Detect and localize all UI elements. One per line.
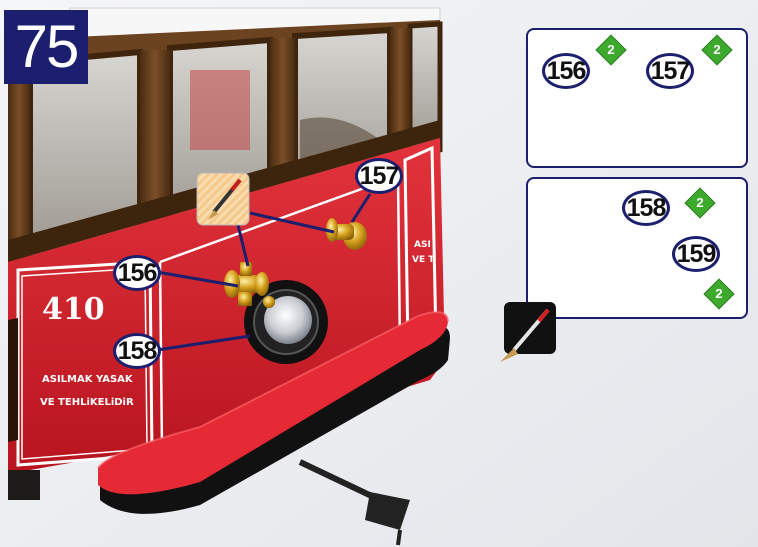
panel-callout-157: 157 — [646, 53, 694, 89]
panel-callout-156: 156 — [542, 53, 590, 89]
quantity-badge-158: 2 — [686, 189, 714, 217]
callout-156: 156 — [113, 255, 161, 291]
callout-157: 157 — [355, 158, 403, 194]
quantity-value: 2 — [703, 36, 731, 64]
panel-callout-158: 158 — [622, 190, 670, 226]
quantity-badge-159: 2 — [705, 280, 733, 308]
step-number-badge: 75 — [4, 10, 88, 84]
callout-158: 158 — [113, 333, 161, 369]
tram-side-text-2: VE T — [412, 255, 434, 265]
panel-callout-159: 159 — [672, 236, 720, 272]
quantity-value: 2 — [597, 36, 625, 64]
quantity-badge-156: 2 — [597, 36, 625, 64]
tram-warning-line-2: VE TEHLiKELiDiR — [40, 397, 134, 408]
tram-number-label: 410 — [42, 292, 105, 327]
paintbrush-icon — [196, 172, 250, 226]
tram-side-text-1: ASI — [414, 240, 431, 250]
paintbrush-icon — [496, 300, 558, 364]
quantity-badge-157: 2 — [703, 36, 731, 64]
quantity-value: 2 — [686, 189, 714, 217]
tram-warning-line-1: ASILMAK YASAK — [42, 374, 133, 385]
quantity-value: 2 — [705, 280, 733, 308]
